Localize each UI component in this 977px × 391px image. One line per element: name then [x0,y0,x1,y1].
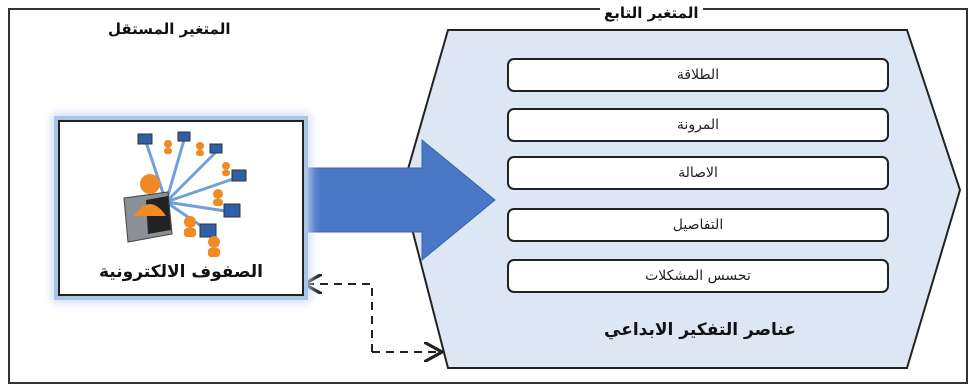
e-classroom-caption: الصفوف الالكترونية [99,262,263,282]
e-classroom-network-icon [123,131,247,257]
e-classroom-card: الصفوف الالكترونية [58,120,304,296]
creative-thinking-title: عناصر التفكير الابداعي [604,320,796,340]
dependent-item-originality: الاصالة [507,156,889,190]
dependent-item-flexibility: المرونة [507,108,889,142]
main-arrow [302,138,496,262]
dependent-variable-label: المتغير التابع [600,4,703,22]
dependent-item-problem-sensitivity: تحسس المشكلات [507,259,889,293]
dependent-item-fluency: الطلاقة [507,58,889,92]
independent-variable-label: المتغير المستقل [108,20,231,38]
dependent-item-elaboration: التفاصيل [507,208,889,242]
feedback-dashed-arrow-to-card [306,284,373,352]
